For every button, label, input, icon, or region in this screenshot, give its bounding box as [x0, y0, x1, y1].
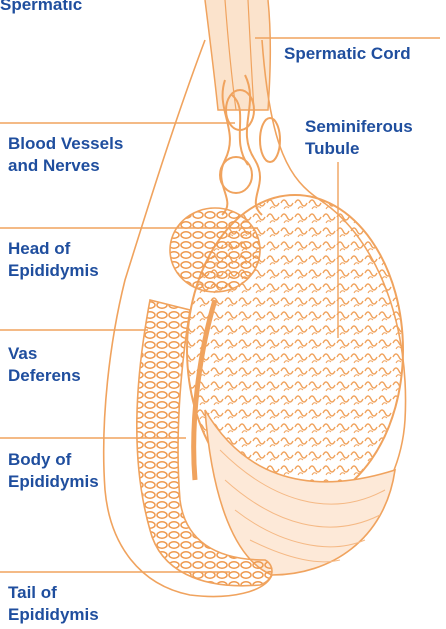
spermatic-cord-shape [205, 0, 270, 110]
top-caption-label: Spermatic [0, 0, 82, 16]
seminiferous-tubule-label: Seminiferous Tubule [305, 116, 413, 160]
vas-deferens-label: Vas Deferens [8, 343, 81, 387]
spermatic-cord-label: Spermatic Cord [284, 43, 411, 65]
body-of-epididymis-label: Body of Epididymis [8, 449, 99, 493]
blood-vessels-label: Blood Vessels and Nerves [8, 133, 123, 177]
head-of-epididymis-shape [170, 208, 260, 292]
head-of-epididymis-label: Head of Epididymis [8, 238, 99, 282]
blood-vessels-shape [220, 75, 280, 215]
tail-of-epididymis-label: Tail of Epididymis [8, 582, 99, 626]
